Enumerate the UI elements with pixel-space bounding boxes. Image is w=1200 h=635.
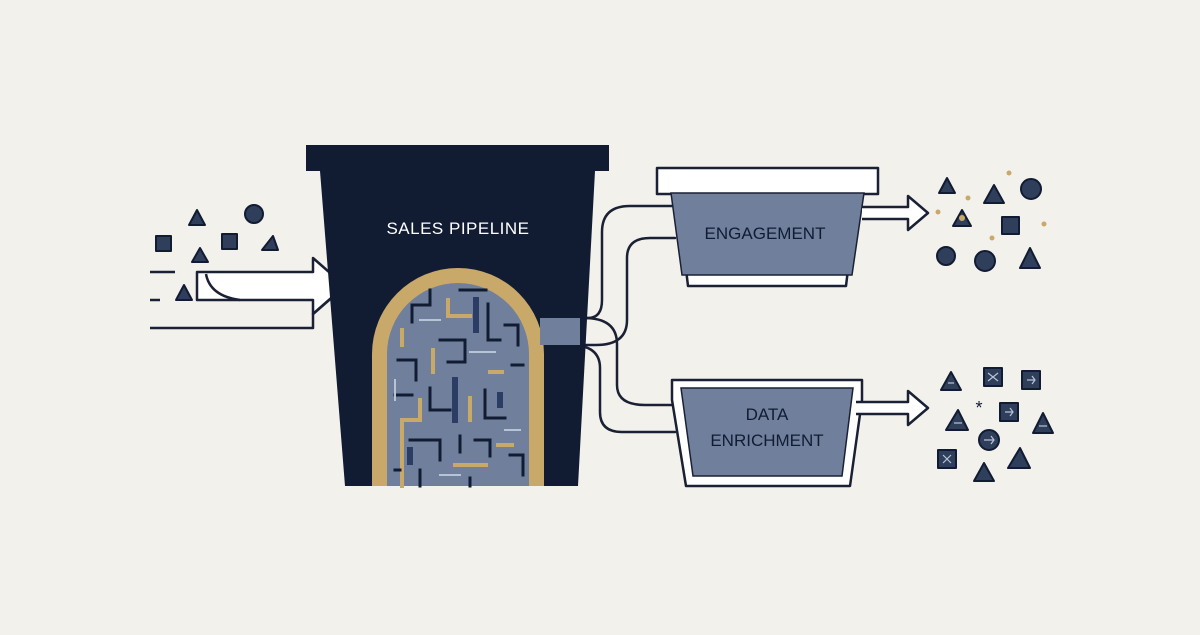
tank-fill [670, 192, 865, 276]
engagement-label: ENGAGEMENT [705, 224, 826, 243]
sparkle-dot [1041, 221, 1047, 227]
triangle-icon [1007, 447, 1031, 469]
sparkle-dot [959, 215, 965, 221]
input-arrow-stroke-lower [150, 285, 346, 330]
maze-blue-path [407, 297, 503, 465]
maze-dark-path [393, 363, 525, 420]
engagement-tank: ENGAGEMENT [655, 166, 880, 288]
glyph-mark [942, 454, 952, 464]
maze-dark-path [396, 323, 520, 382]
enrichment-label-line-1: DATA [746, 405, 789, 424]
upper-connector [546, 204, 677, 347]
maze-gold-path [400, 328, 422, 488]
maze-dark-path [410, 288, 502, 342]
triangle-icon [945, 409, 969, 431]
engagement-output-arrow [862, 194, 930, 232]
triangle-icon [191, 247, 209, 263]
maze-lines [393, 288, 525, 488]
glyph-mark [1005, 407, 1014, 417]
gold-sparkles [935, 170, 1047, 241]
triangle-icon [1032, 412, 1054, 434]
triangle-icon [1019, 247, 1041, 269]
sparkle-dot [1006, 170, 1012, 176]
maze-dark-path [408, 434, 525, 477]
output-arrows [856, 194, 930, 427]
enrichment-output-shapes: * [937, 367, 1054, 482]
maze-gold-path [431, 298, 472, 374]
input-shapes [155, 204, 279, 301]
triangle-icon [261, 235, 279, 251]
glyph-mark [1027, 375, 1036, 385]
sales-pipeline: SALES PIPELINE [306, 145, 609, 488]
sparkle-dot [935, 209, 941, 215]
maze-gold-path [453, 370, 514, 467]
tank-fill [680, 387, 854, 477]
triangle-icon [983, 184, 1005, 204]
pipeline-rim [306, 145, 609, 171]
triangle-icon [938, 177, 956, 194]
input-arrow-curl [204, 273, 241, 302]
triangle-icon [940, 371, 962, 391]
asterisk-icon: * [975, 398, 982, 418]
maze-light-path [394, 319, 521, 476]
enrichment-output-arrow [856, 389, 930, 427]
maze-dark-path [393, 468, 472, 488]
sparkle-dot [989, 235, 995, 241]
triangle-icon [175, 284, 193, 301]
triangle-icon [973, 462, 995, 482]
pipeline-label: SALES PIPELINE [386, 219, 529, 238]
sparkle-dot [965, 195, 971, 201]
square-icon [155, 235, 172, 252]
square-icon [221, 233, 238, 250]
glyph-mark [984, 435, 995, 445]
circle-icon [244, 204, 264, 224]
glyph-mark [987, 372, 999, 382]
circle-icon [1020, 178, 1042, 200]
data-enrichment-tank: DATA ENRICHMENT [670, 378, 864, 488]
enrichment-label-line-2: ENRICHMENT [710, 431, 823, 450]
circle-icon [936, 246, 956, 266]
engagement-output-shapes [936, 177, 1042, 272]
triangle-icon [188, 209, 206, 226]
circle-icon [974, 250, 996, 272]
pipeline-exit [540, 318, 580, 345]
square-icon [1001, 216, 1020, 235]
input-arrows [150, 256, 347, 330]
